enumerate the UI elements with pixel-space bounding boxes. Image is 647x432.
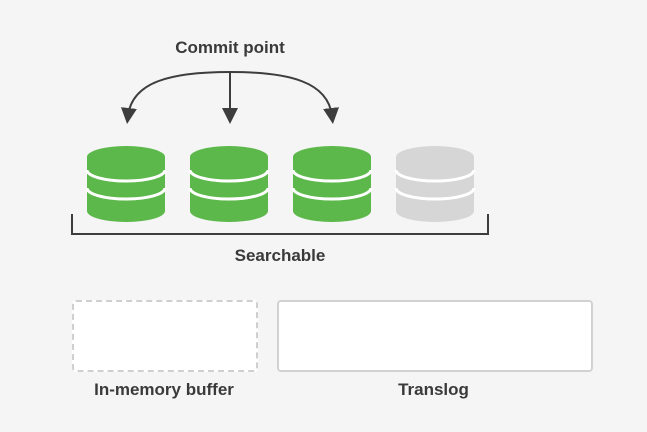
segments-group bbox=[85, 146, 476, 222]
searchable-label: Searchable bbox=[234, 246, 326, 265]
arrow-to-segment-3 bbox=[229, 71, 340, 124]
translog-label: Translog bbox=[398, 380, 469, 399]
segment-3-icon bbox=[291, 146, 373, 222]
translog-box bbox=[277, 300, 593, 372]
in-memory-buffer-box bbox=[72, 300, 258, 372]
segment-2-icon bbox=[188, 146, 270, 222]
in-memory-buffer-label: In-memory buffer bbox=[94, 380, 234, 399]
segment-1-icon bbox=[85, 146, 167, 222]
searchable-bracket bbox=[71, 214, 489, 235]
segment-4-icon bbox=[394, 146, 476, 222]
arrow-to-segment-1 bbox=[120, 71, 231, 124]
commit-point-label: Commit point bbox=[175, 38, 285, 57]
